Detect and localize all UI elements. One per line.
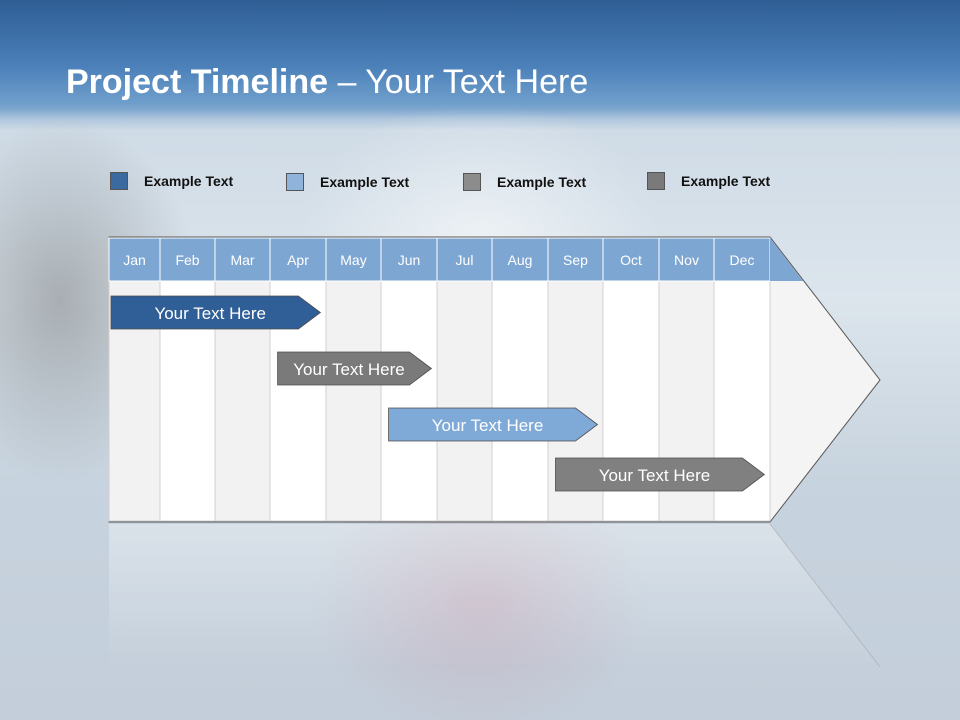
month-header-jul bbox=[436, 237, 493, 282]
task-bar-2[interactable] bbox=[277, 351, 433, 386]
timeline-reflection bbox=[109, 524, 880, 667]
month-label-jun: Jun bbox=[398, 252, 421, 268]
task-label-1: Your Text Here bbox=[154, 304, 266, 323]
month-header-dec bbox=[713, 237, 771, 282]
task-bar-3[interactable] bbox=[388, 407, 599, 442]
legend-label-4: Example Text bbox=[681, 173, 771, 189]
month-column-aug bbox=[491, 280, 549, 522]
month-header-sep bbox=[547, 237, 604, 282]
legend-swatch-2 bbox=[286, 173, 304, 191]
legend-swatch-3 bbox=[463, 173, 481, 191]
month-label-apr: Apr bbox=[287, 252, 309, 268]
month-header-oct bbox=[602, 237, 660, 282]
task-bar-1[interactable] bbox=[110, 295, 322, 330]
month-label-mar: Mar bbox=[230, 252, 254, 268]
task-label-2: Your Text Here bbox=[293, 360, 405, 379]
month-label-jan: Jan bbox=[123, 252, 146, 268]
legend-item-2: Example Text bbox=[286, 171, 409, 193]
reflection-edge bbox=[769, 523, 881, 668]
month-column-may bbox=[325, 280, 382, 522]
legend-item-1: Example Text bbox=[110, 170, 233, 192]
legend-swatch-4 bbox=[647, 172, 665, 190]
title-bold: Project Timeline bbox=[66, 63, 329, 101]
month-header-nov bbox=[658, 237, 715, 282]
title-rest: – Your Text Here bbox=[328, 63, 589, 101]
month-column-jun bbox=[380, 280, 438, 522]
legend-label-3: Example Text bbox=[497, 174, 587, 190]
legend-item-3: Example Text bbox=[463, 171, 586, 193]
task-label-3: Your Text Here bbox=[432, 416, 544, 435]
month-label-feb: Feb bbox=[175, 252, 199, 268]
month-label-sep: Sep bbox=[563, 252, 588, 268]
month-label-jul: Jul bbox=[456, 252, 474, 268]
month-label-may: May bbox=[340, 252, 366, 268]
legend-label-1: Example Text bbox=[144, 173, 234, 189]
legend-label-2: Example Text bbox=[320, 174, 410, 190]
month-label-aug: Aug bbox=[508, 252, 533, 268]
task-bar-4[interactable] bbox=[555, 457, 766, 492]
month-header-jun bbox=[380, 237, 438, 282]
month-header-may bbox=[325, 237, 382, 282]
header-arrow-cap bbox=[770, 238, 803, 281]
task-label-4: Your Text Here bbox=[599, 466, 711, 485]
month-label-dec: Dec bbox=[730, 252, 755, 268]
legend-item-4: Example Text bbox=[647, 170, 770, 192]
month-header-mar bbox=[214, 237, 271, 282]
month-column-jul bbox=[436, 280, 493, 522]
month-label-oct: Oct bbox=[620, 252, 642, 268]
month-label-nov: Nov bbox=[674, 252, 699, 268]
legend-swatch-1 bbox=[110, 172, 128, 190]
page-title: Project Timeline – Your Text Here bbox=[66, 60, 588, 104]
month-header-apr bbox=[269, 237, 327, 282]
header-band bbox=[0, 0, 960, 118]
